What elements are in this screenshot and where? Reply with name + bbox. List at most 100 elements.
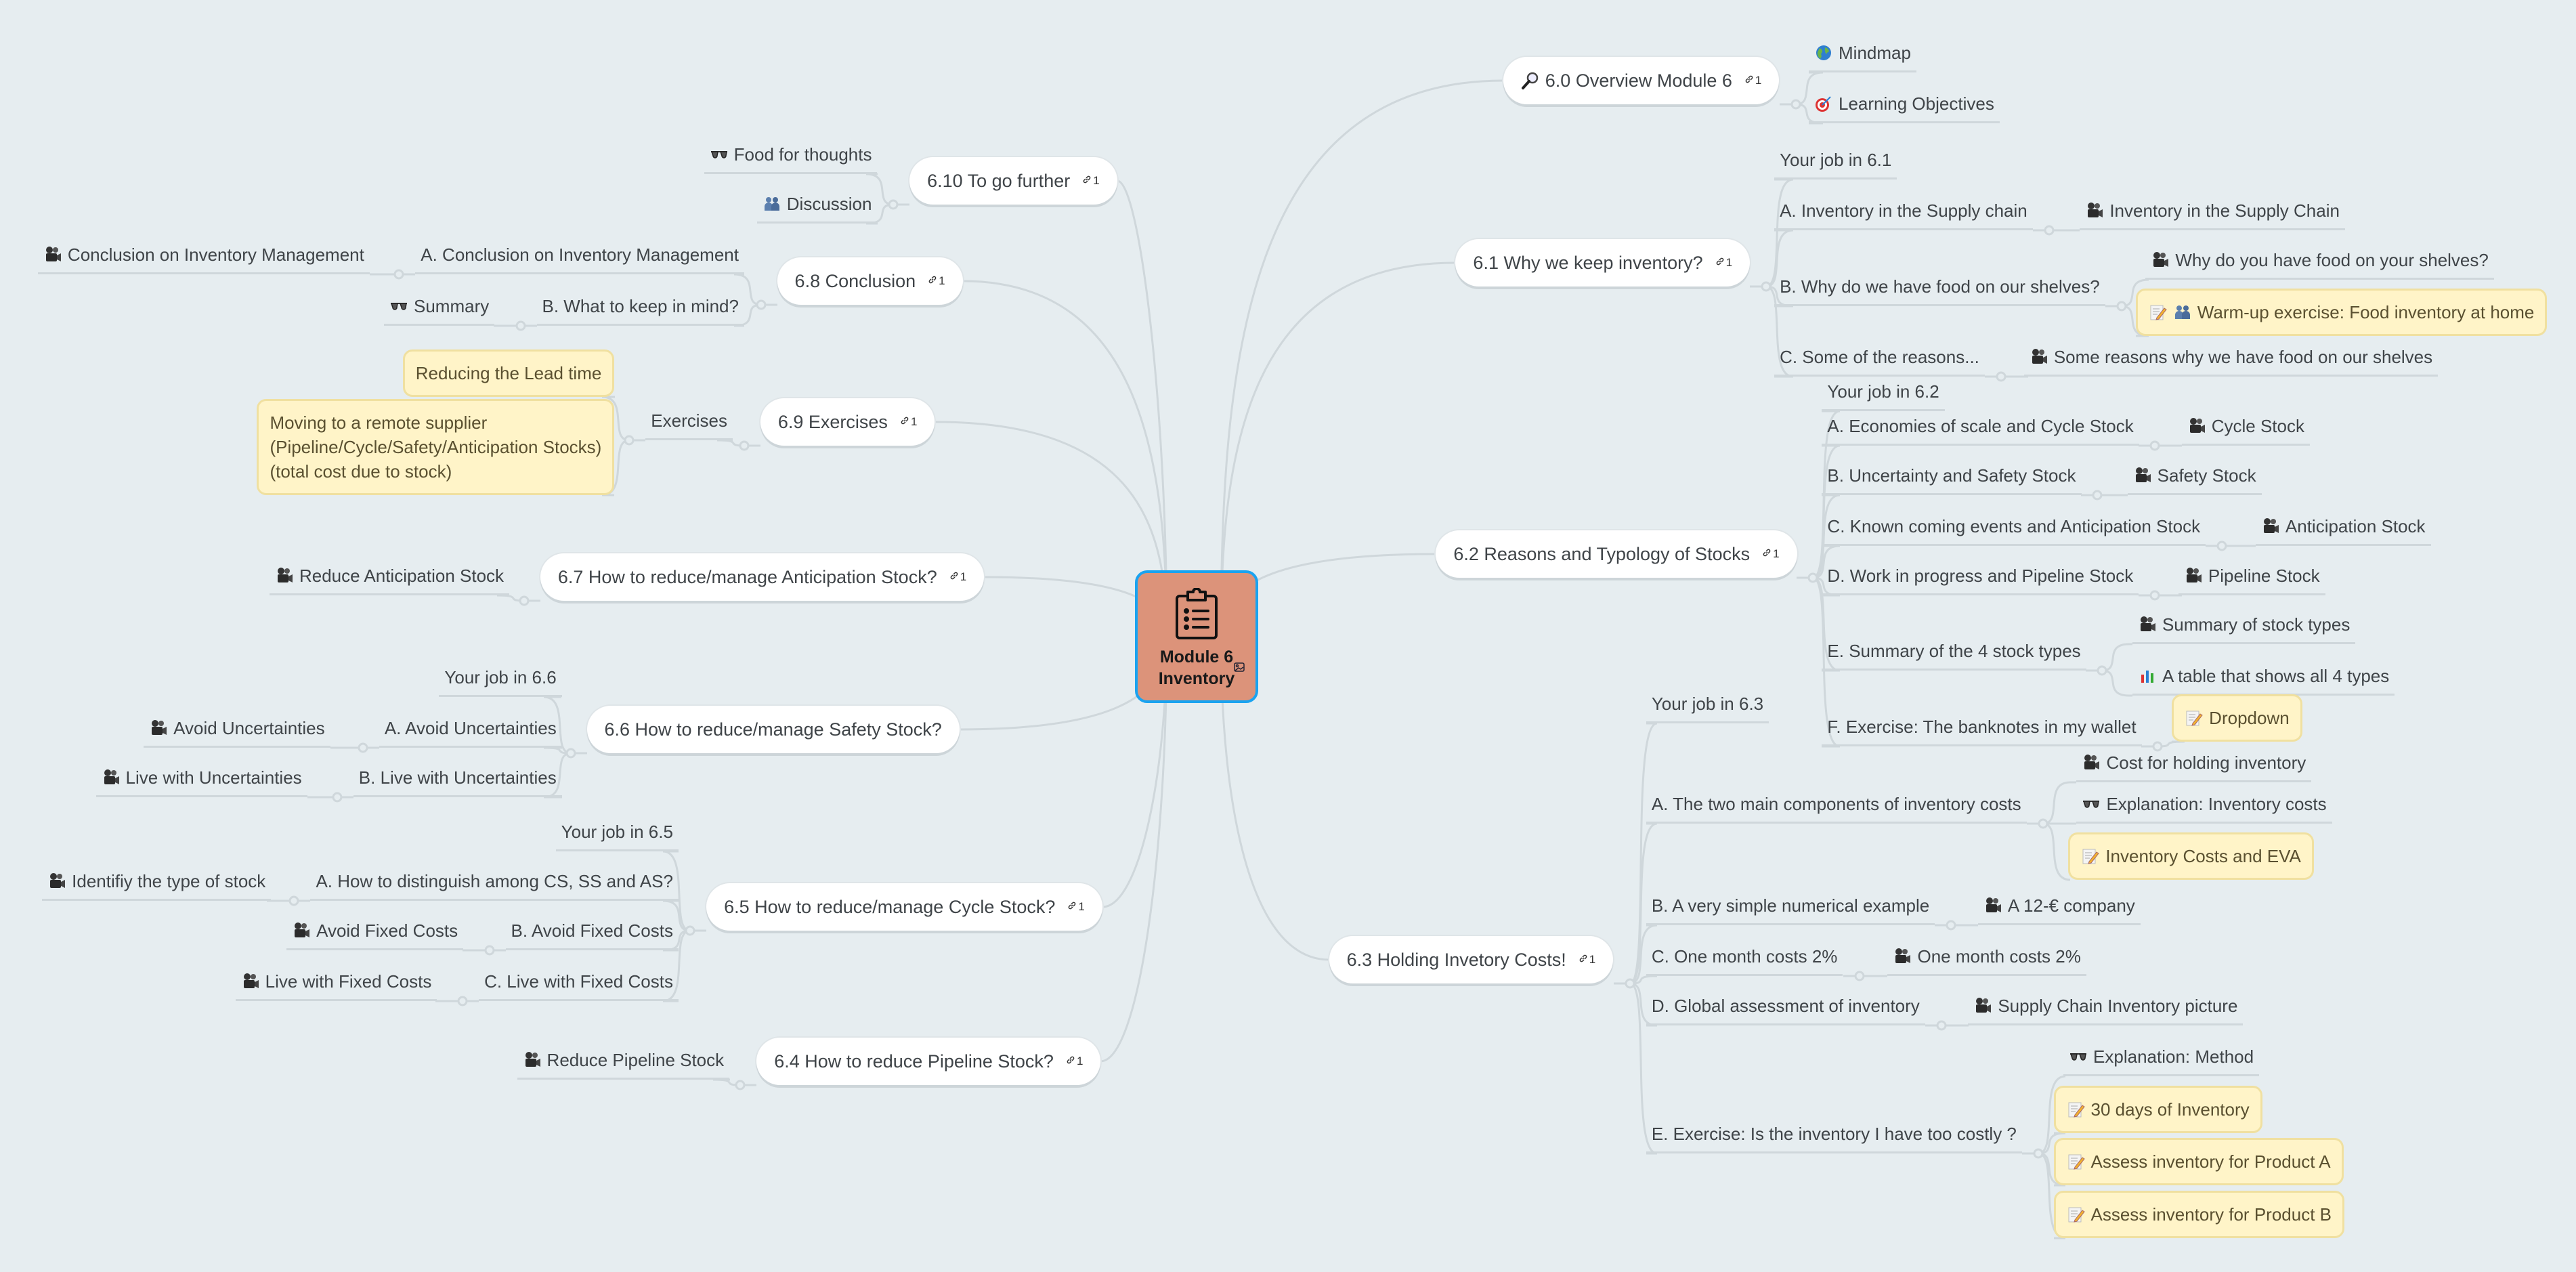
- collapse-toggle[interactable]: [1761, 281, 1772, 292]
- subtopic-d-global-assessment-of-inventory[interactable]: D. Global assessment of inventory: [1646, 992, 1925, 1026]
- subtopic-inventory-in-the-supply-chain[interactable]: Inventory in the Supply Chain: [2080, 197, 2345, 230]
- subtopic-c-one-month-costs-2[interactable]: C. One month costs 2%: [1646, 943, 1843, 977]
- subtopic-live-with-fixed-costs[interactable]: Live with Fixed Costs: [235, 968, 437, 1001]
- collapse-toggle[interactable]: [2033, 1148, 2044, 1159]
- subtopic-a-table-that-shows-all-4-types[interactable]: A table that shows all 4 types: [2132, 662, 2395, 696]
- collapse-toggle[interactable]: [2149, 440, 2160, 451]
- note-warm-up-exercise-food-inventory-at-home[interactable]: Warm-up exercise: Food inventory at home: [2135, 288, 2548, 336]
- subtopic-b-live-with-uncertainties[interactable]: B. Live with Uncertainties: [353, 764, 562, 797]
- subtopic-b-what-to-keep-in-mind[interactable]: B. What to keep in mind?: [536, 293, 744, 326]
- collapse-toggle[interactable]: [2149, 590, 2160, 601]
- subtopic-your-job-in-6-3[interactable]: Your job in 6.3: [1646, 690, 1769, 723]
- subtopic-your-job-in-6-5[interactable]: Your job in 6.5: [555, 818, 679, 851]
- note-moving-to-a-remote-supplier-pipeline-cyc[interactable]: Moving to a remote supplier (Pipeline/Cy…: [257, 398, 615, 495]
- subtopic-why-do-you-have-food-on-your-shelves[interactable]: Why do you have food on your shelves?: [2145, 247, 2494, 280]
- subtopic-a-12-company[interactable]: A 12-€ company: [1977, 892, 2141, 926]
- collapse-toggle[interactable]: [519, 595, 530, 606]
- hyperlink-badge[interactable]: 1: [1067, 893, 1085, 920]
- subtopic-b-avoid-fixed-costs[interactable]: B. Avoid Fixed Costs: [505, 917, 679, 950]
- hyperlink-badge[interactable]: 1: [949, 564, 966, 591]
- subtopic-b-why-do-we-have-food-on-our-shelves[interactable]: B. Why do we have food on our shelves?: [1774, 273, 2105, 306]
- collapse-toggle[interactable]: [735, 1080, 746, 1090]
- subtopic-f-exercise-the-banknotes-in-my-wallet[interactable]: F. Exercise: The banknotes in my wallet: [1822, 713, 2142, 746]
- collapse-toggle[interactable]: [2216, 540, 2227, 551]
- hyperlink-badge[interactable]: 1: [1066, 1048, 1083, 1075]
- subtopic-cost-for-holding-inventory[interactable]: Cost for holding inventory: [2076, 749, 2312, 783]
- collapse-toggle[interactable]: [1936, 1020, 1947, 1031]
- collapse-toggle[interactable]: [288, 895, 299, 906]
- subtopic-food-for-thoughts[interactable]: Food for thoughts: [704, 141, 878, 175]
- subtopic-exercises[interactable]: Exercises: [645, 407, 733, 441]
- collapse-toggle[interactable]: [739, 440, 750, 451]
- subtopic-live-with-uncertainties[interactable]: Live with Uncertainties: [95, 764, 307, 797]
- subtopic-c-live-with-fixed-costs[interactable]: C. Live with Fixed Costs: [479, 968, 679, 1001]
- subtopic-d-work-in-progress-and-pipeline-stock[interactable]: D. Work in progress and Pipeline Stock: [1822, 562, 2139, 595]
- topic-6-3-holding-invetory-costs[interactable]: 6.3 Holding Invetory Costs!1: [1329, 935, 1614, 983]
- note-inventory-costs-and-eva[interactable]: Inventory Costs and EVA: [2068, 832, 2314, 880]
- subtopic-avoid-uncertainties[interactable]: Avoid Uncertainties: [144, 715, 330, 748]
- note-assess-inventory-for-product-b[interactable]: Assess inventory for Product B: [2053, 1190, 2344, 1238]
- collapse-toggle[interactable]: [1790, 99, 1801, 110]
- collapse-toggle[interactable]: [1854, 971, 1865, 981]
- topic-6-6-how-to-reduce-manage-safety-stock[interactable]: 6.6 How to reduce/manage Safety Stock?: [586, 706, 960, 754]
- subtopic-safety-stock[interactable]: Safety Stock: [2127, 462, 2262, 495]
- subtopic-a-inventory-in-the-supply-chain[interactable]: A. Inventory in the Supply chain: [1774, 197, 2033, 230]
- hyperlink-badge[interactable]: 1: [1744, 67, 1761, 94]
- subtopic-discussion[interactable]: Discussion: [756, 190, 878, 224]
- subtopic-your-job-in-6-2[interactable]: Your job in 6.2: [1822, 378, 1945, 411]
- subtopic-e-exercise-is-the-inventory-i-have-too-c[interactable]: E. Exercise: Is the inventory I have too…: [1646, 1120, 2022, 1154]
- collapse-toggle[interactable]: [2116, 301, 2127, 312]
- hyperlink-badge[interactable]: 1: [1082, 167, 1100, 194]
- collapse-toggle[interactable]: [756, 299, 767, 310]
- subtopic-e-summary-of-the-4-stock-types[interactable]: E. Summary of the 4 stock types: [1822, 637, 2086, 671]
- note-assess-inventory-for-product-a[interactable]: Assess inventory for Product A: [2053, 1138, 2344, 1186]
- subtopic-learning-objectives[interactable]: Learning Objectives: [1809, 90, 2000, 124]
- collapse-toggle[interactable]: [358, 742, 368, 753]
- collapse-toggle[interactable]: [332, 792, 343, 803]
- subtopic-summary[interactable]: Summary: [383, 293, 495, 326]
- collapse-toggle[interactable]: [1625, 978, 1635, 989]
- subtopic-mindmap[interactable]: Mindmap: [1809, 39, 1916, 73]
- subtopic-cycle-stock[interactable]: Cycle Stock: [2181, 412, 2310, 446]
- collapse-toggle[interactable]: [2038, 818, 2048, 829]
- subtopic-c-some-of-the-reasons[interactable]: C. Some of the reasons...: [1774, 343, 1985, 377]
- hyperlink-badge[interactable]: 1: [928, 268, 945, 295]
- collapse-toggle[interactable]: [888, 199, 899, 210]
- collapse-toggle[interactable]: [685, 925, 695, 936]
- collapse-toggle[interactable]: [1807, 572, 1818, 583]
- collapse-toggle[interactable]: [515, 320, 526, 331]
- hyperlink-badge[interactable]: 1: [1762, 540, 1780, 568]
- collapse-toggle[interactable]: [2092, 490, 2103, 501]
- note-reducing-the-lead-time[interactable]: Reducing the Lead time: [402, 349, 615, 397]
- collapse-toggle[interactable]: [2152, 741, 2163, 752]
- collapse-toggle[interactable]: [2097, 665, 2107, 676]
- subtopic-b-uncertainty-and-safety-stock[interactable]: B. Uncertainty and Safety Stock: [1822, 462, 2082, 495]
- collapse-toggle[interactable]: [484, 945, 495, 956]
- topic-6-7-how-to-reduce-manage-anticipation-st[interactable]: 6.7 How to reduce/manage Anticipation St…: [540, 553, 985, 601]
- subtopic-supply-chain-inventory-picture[interactable]: Supply Chain Inventory picture: [1968, 992, 2244, 1026]
- hyperlink-badge[interactable]: 1: [900, 408, 917, 436]
- subtopic-identifiy-the-type-of-stock[interactable]: Identifiy the type of stock: [42, 868, 272, 901]
- subtopic-a-avoid-uncertainties[interactable]: A. Avoid Uncertainties: [379, 715, 562, 748]
- subtopic-summary-of-stock-types[interactable]: Summary of stock types: [2132, 611, 2356, 645]
- subtopic-explanation-method[interactable]: Explanation: Method: [2063, 1043, 2260, 1077]
- subtopic-a-conclusion-on-inventory-management[interactable]: A. Conclusion on Inventory Management: [415, 241, 744, 275]
- subtopic-reduce-anticipation-stock[interactable]: Reduce Anticipation Stock: [269, 562, 510, 595]
- topic-6-4-how-to-reduce-pipeline-stock[interactable]: 6.4 How to reduce Pipeline Stock?1: [756, 1038, 1101, 1086]
- subtopic-one-month-costs-2[interactable]: One month costs 2%: [1887, 943, 2086, 977]
- central-topic-module-6-inventory[interactable]: Module 6 Inventory: [1135, 570, 1258, 703]
- subtopic-your-job-in-6-1[interactable]: Your job in 6.1: [1774, 146, 1897, 179]
- hyperlink-badge[interactable]: 1: [1715, 249, 1732, 276]
- collapse-toggle[interactable]: [565, 748, 576, 759]
- collapse-toggle[interactable]: [1946, 920, 1956, 931]
- note-30-days-of-inventory[interactable]: 30 days of Inventory: [2053, 1085, 2262, 1133]
- subtopic-conclusion-on-inventory-management[interactable]: Conclusion on Inventory Management: [37, 241, 370, 275]
- subtopic-your-job-in-6-6[interactable]: Your job in 6.6: [439, 664, 562, 697]
- topic-6-5-how-to-reduce-manage-cycle-stock[interactable]: 6.5 How to reduce/manage Cycle Stock?1: [706, 883, 1102, 931]
- note-dropdown[interactable]: Dropdown: [2172, 694, 2302, 742]
- subtopic-a-the-two-main-components-of-inventory-c[interactable]: A. The two main components of inventory …: [1646, 790, 2027, 824]
